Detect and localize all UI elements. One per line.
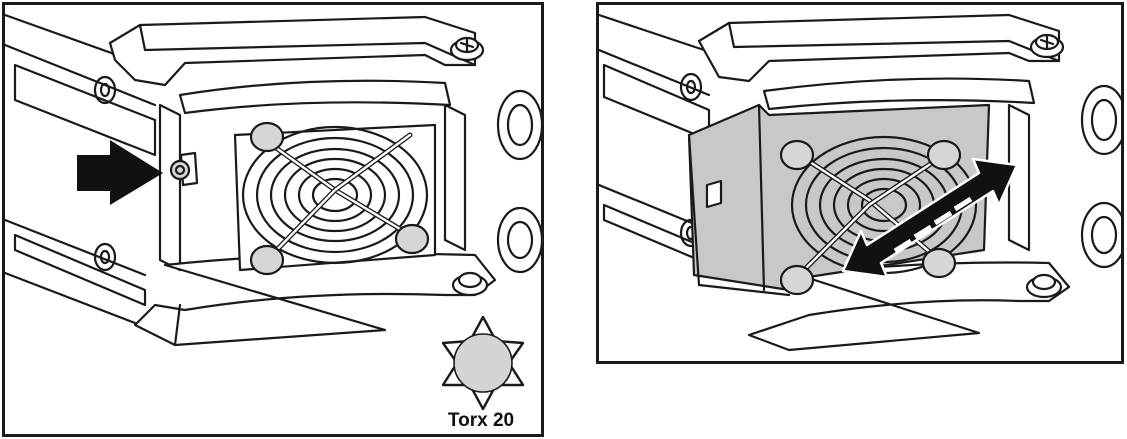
- connector-lower: [1080, 201, 1121, 269]
- fan-screw-br: [921, 247, 957, 279]
- mount-hole-2: [93, 242, 117, 272]
- chassis-rail-lower: [5, 218, 147, 277]
- bottom-bracket: [747, 261, 1071, 352]
- step-1-panel: Torx 20: [2, 2, 544, 437]
- chassis-slot-upper: [602, 63, 711, 142]
- hood-curve: [762, 77, 1036, 111]
- fan-housing: [233, 123, 437, 272]
- top-bracket: [697, 13, 1061, 83]
- fan-screw-bl: [249, 244, 285, 276]
- side-frame-left: [158, 103, 182, 272]
- side-frame-right: [443, 103, 467, 252]
- chassis-slot-lower: [602, 203, 701, 262]
- chassis-slot-lower: [13, 233, 147, 307]
- connector-lower: [496, 206, 541, 274]
- mount-hole-1: [679, 72, 703, 102]
- mount-hole-1: [93, 75, 117, 105]
- hood-curve: [178, 79, 452, 115]
- pointer-arrow: [77, 140, 163, 205]
- fan-screw-tl: [779, 139, 815, 171]
- torx-icon: [441, 315, 525, 411]
- side-frame-right: [1007, 103, 1031, 252]
- fan-screw-tl: [249, 121, 285, 153]
- chassis-illustration: [5, 13, 541, 411]
- chassis-illustration-panel-removed: [599, 13, 1121, 352]
- fan-screw-bl: [779, 264, 815, 296]
- fan-rings: [241, 125, 429, 265]
- connector-upper: [496, 89, 541, 161]
- bottom-bracket: [133, 252, 497, 347]
- latch-screw: [169, 159, 191, 181]
- panel-latch-slot: [705, 179, 723, 209]
- top-bracket: [108, 15, 477, 87]
- torx-size-label: Torx 20: [447, 410, 515, 431]
- removal-direction-arrow: [841, 157, 1019, 279]
- fan-screw-br: [394, 223, 430, 255]
- fan-screw-tr: [926, 139, 962, 171]
- chassis-edge-bottom: [5, 271, 137, 325]
- step-2-panel: [596, 2, 1124, 364]
- chassis-rail: [5, 43, 157, 107]
